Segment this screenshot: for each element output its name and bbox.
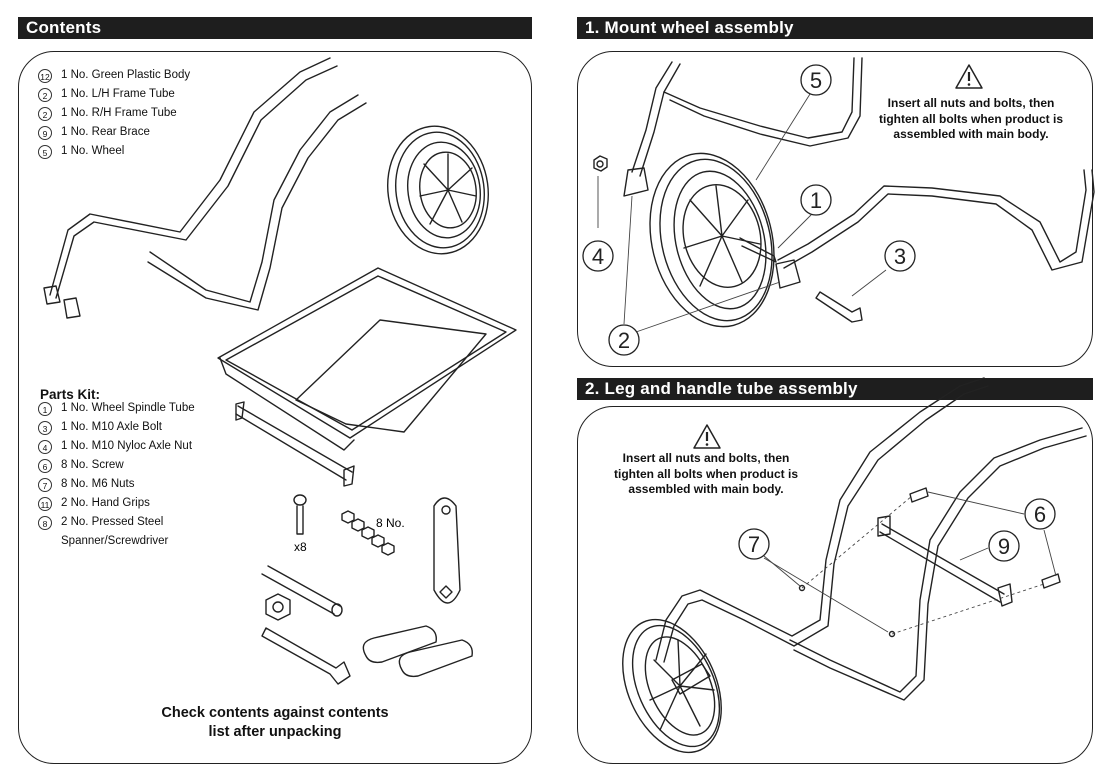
rear-brace-drawing bbox=[235, 401, 355, 487]
part-number: 7 bbox=[38, 477, 52, 492]
list-item: 1 1 No. Wheel Spindle Tube bbox=[38, 399, 195, 418]
list-item: 7 8 No. M6 Nuts bbox=[38, 475, 195, 494]
nuts-quantity: 8 No. bbox=[376, 516, 405, 530]
body-drawing bbox=[217, 267, 517, 451]
list-item: 8 2 No. Pressed Steel bbox=[38, 513, 195, 532]
list-item-label: 1 No. L/H Frame Tube bbox=[61, 88, 175, 100]
check-contents-note: Check contents against contents list aft… bbox=[120, 704, 430, 742]
list-item-label: 1 No. Green Plastic Body bbox=[61, 69, 191, 81]
list-item-label: 8 No. M6 Nuts bbox=[61, 478, 135, 490]
list-item: 6 8 No. Screw bbox=[38, 456, 195, 475]
list-item-label: 8 No. Screw bbox=[61, 459, 124, 471]
list-item-label: 1 No. Rear Brace bbox=[61, 126, 150, 138]
hand-grips-drawing bbox=[362, 625, 473, 678]
spanner-drawing bbox=[433, 497, 461, 604]
part-number: 1 bbox=[38, 401, 52, 416]
callout-screw: 6 bbox=[1034, 502, 1046, 527]
wheel-drawing bbox=[386, 125, 490, 255]
step2-title: 2. Leg and handle tube assembly bbox=[585, 379, 858, 398]
list-item: 5 1 No. Wheel bbox=[38, 142, 190, 161]
note-line-2: tighten all bolts when product is bbox=[613, 466, 798, 481]
part-number: 12 bbox=[38, 68, 52, 83]
step2-note: Insert all nuts and bolts, then tighten … bbox=[600, 451, 812, 498]
callout-brace: 9 bbox=[998, 534, 1010, 559]
axle-bolt-drawing bbox=[261, 627, 351, 685]
list-item: 11 2 No. Hand Grips bbox=[38, 494, 195, 513]
part-number: 4 bbox=[38, 439, 52, 454]
axle-nut-drawing bbox=[265, 593, 291, 621]
note-line-3: assembled with main body. bbox=[893, 127, 1049, 141]
list-item-label: 2 No. Hand Grips bbox=[61, 497, 150, 509]
note-line-3: assembled with main body. bbox=[628, 482, 784, 496]
contents-panel bbox=[18, 51, 532, 764]
callout-frame: 2 bbox=[618, 328, 630, 353]
part-number: 3 bbox=[38, 420, 52, 435]
parts-kit-list: 1 1 No. Wheel Spindle Tube 3 1 No. M10 Axl… bbox=[38, 399, 195, 551]
list-item: 2 1 No. L/H Frame Tube bbox=[38, 85, 190, 104]
part-number: 2 bbox=[38, 87, 52, 102]
warning-triangle-icon bbox=[955, 64, 983, 89]
part-number: 5 bbox=[38, 144, 52, 159]
list-item-label: 1 No. M10 Nyloc Axle Nut bbox=[61, 440, 193, 452]
frame-tubes-drawing bbox=[43, 57, 367, 319]
callout-spindle: 1 bbox=[810, 188, 822, 213]
part-number: 9 bbox=[38, 125, 52, 140]
list-item-label: 1 No. Wheel Spindle Tube bbox=[61, 402, 195, 414]
list-item-label: 1 No. Wheel bbox=[61, 145, 125, 157]
contents-list: 12 1 No. Green Plastic Body 2 1 No. L/H Fr… bbox=[38, 66, 190, 161]
part-number: 8 bbox=[38, 515, 52, 530]
nuts-drawing bbox=[341, 510, 395, 556]
contents-title: Contents bbox=[26, 18, 102, 37]
step1-title: 1. Mount wheel assembly bbox=[585, 18, 794, 37]
warning-triangle-icon bbox=[693, 424, 721, 449]
step1-header: 1. Mount wheel assembly bbox=[577, 17, 1093, 39]
note-line-1: Insert all nuts and bolts, then bbox=[622, 451, 790, 465]
screw-drawing bbox=[293, 494, 307, 535]
step1-panel bbox=[577, 51, 1093, 367]
screw-quantity: x8 bbox=[294, 540, 307, 554]
parts-kit-title: Parts Kit: bbox=[40, 387, 101, 402]
list-item-label: 2 No. Pressed Steel bbox=[61, 516, 164, 528]
callout-nuts: 7 bbox=[748, 532, 760, 557]
check-line-2: list after unpacking bbox=[208, 724, 342, 740]
part-number: 11 bbox=[38, 496, 52, 511]
callout-nut: 4 bbox=[592, 244, 604, 269]
check-line-1: Check contents against contents bbox=[161, 705, 389, 721]
callout-wheel: 5 bbox=[810, 68, 822, 93]
contents-header: Contents bbox=[18, 17, 532, 39]
list-item: 3 1 No. M10 Axle Bolt bbox=[38, 418, 195, 437]
list-item-label: 1 No. M10 Axle Bolt bbox=[61, 421, 162, 433]
list-item: 9 1 No. Rear Brace bbox=[38, 123, 190, 142]
part-number: 2 bbox=[38, 106, 52, 121]
callout-bolt: 3 bbox=[894, 244, 906, 269]
part-number: 6 bbox=[38, 458, 52, 473]
note-line-2: tighten all bolts when product is bbox=[878, 111, 1063, 126]
list-item: 12 1 No. Green Plastic Body bbox=[38, 66, 190, 85]
spindle-tube-drawing bbox=[261, 565, 343, 617]
list-item: 4 1 No. M10 Nyloc Axle Nut bbox=[38, 437, 195, 456]
list-item-label: 1 No. R/H Frame Tube bbox=[61, 107, 177, 119]
list-item-continued: Spanner/Screwdriver bbox=[61, 535, 169, 547]
step1-note: Insert all nuts and bolts, then tighten … bbox=[866, 96, 1076, 143]
list-item: 2 1 No. R/H Frame Tube bbox=[38, 104, 190, 123]
note-line-1: Insert all nuts and bolts, then bbox=[887, 96, 1055, 110]
